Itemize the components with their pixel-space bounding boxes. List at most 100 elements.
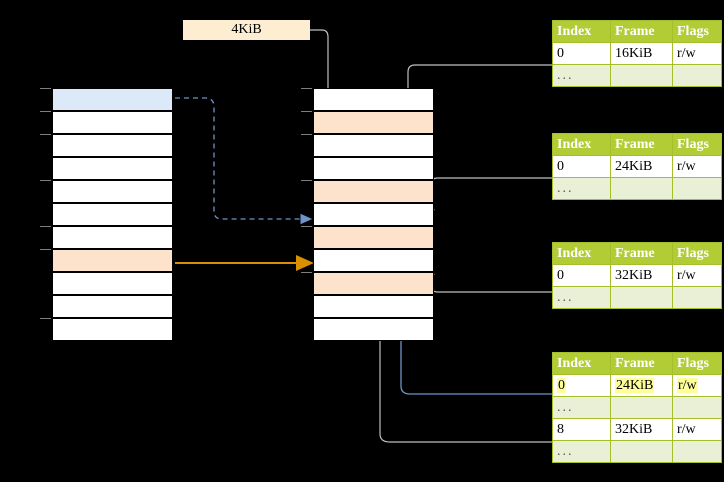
connector-table2-to-frame [425, 177, 553, 219]
cell-frame [610, 64, 673, 87]
table-row[interactable]: ... [552, 64, 722, 87]
column-header-index: Index [552, 352, 611, 375]
memory-row[interactable] [52, 134, 173, 157]
cell-frame: 32KiB [610, 418, 673, 441]
memory-row[interactable] [313, 226, 434, 249]
cell-index: 0 [552, 374, 611, 397]
cell-flags: r/w [672, 155, 722, 178]
cell-frame: 24KiB [610, 155, 673, 178]
memory-row[interactable] [52, 272, 173, 295]
memory-row[interactable] [313, 180, 434, 203]
row-tick-mark [301, 226, 312, 227]
cell-flags [672, 64, 722, 87]
memory-row[interactable] [313, 318, 434, 341]
cell-frame [610, 396, 673, 419]
memory-row[interactable] [52, 157, 173, 180]
row-tick-mark [301, 134, 312, 135]
column-header-frame: Frame [610, 133, 673, 156]
memory-row[interactable] [313, 272, 434, 295]
cell-flags [672, 177, 722, 200]
column-header-index: Index [552, 242, 611, 265]
highlighted-value: 0 [557, 377, 566, 393]
cell-frame [610, 286, 673, 309]
row-tick-mark [40, 318, 51, 319]
row-tick-mark [40, 226, 51, 227]
table-row[interactable]: ... [552, 396, 722, 419]
cell-flags [672, 286, 722, 309]
column-header-frame: Frame [610, 352, 673, 375]
cell-flags: r/w [672, 418, 722, 441]
cell-index: 0 [552, 264, 611, 287]
column-header-flags: Flags [672, 352, 722, 375]
column-header-frame: Frame [610, 20, 673, 43]
table-row[interactable]: ... [552, 440, 722, 463]
row-tick-mark [40, 111, 51, 112]
cell-flags [672, 396, 722, 419]
cell-index: ... [552, 64, 611, 87]
cell-frame: 24KiB [610, 374, 673, 397]
column-header-index: Index [552, 133, 611, 156]
row-tick-mark [40, 180, 51, 181]
highlighted-value: 24KiB [615, 377, 655, 393]
cell-index: 8 [552, 418, 611, 441]
cell-index: ... [552, 396, 611, 419]
row-tick-mark [301, 180, 312, 181]
cell-index: 0 [552, 155, 611, 178]
row-tick-mark [301, 272, 312, 273]
cell-flags: r/w [672, 264, 722, 287]
memory-row[interactable] [313, 111, 434, 134]
column-header-index: Index [552, 20, 611, 43]
table-row[interactable]: ... [552, 286, 722, 309]
cell-frame: 32KiB [610, 264, 673, 287]
memory-row[interactable] [52, 226, 173, 249]
connector-virtual-page-to-frame [175, 97, 313, 225]
connector-table3-to-frame [425, 265, 553, 293]
row-tick-mark [301, 111, 312, 112]
memory-row[interactable] [313, 88, 434, 111]
cell-index: ... [552, 177, 611, 200]
table-row[interactable]: ... [552, 177, 722, 200]
cell-flags: r/w [672, 374, 722, 397]
memory-row[interactable] [52, 318, 173, 341]
column-header-flags: Flags [672, 133, 722, 156]
row-tick-mark [40, 88, 51, 89]
table-row[interactable]: 0 24KiB r/w [552, 374, 722, 397]
cell-frame [610, 440, 673, 463]
cell-index: ... [552, 440, 611, 463]
memory-row[interactable] [52, 111, 173, 134]
cell-index: 0 [552, 42, 611, 65]
cell-flags [672, 440, 722, 463]
column-header-flags: Flags [672, 20, 722, 43]
memory-row[interactable] [313, 157, 434, 180]
memory-row[interactable] [313, 203, 434, 226]
memory-row[interactable] [313, 295, 434, 318]
memory-row[interactable] [313, 249, 434, 272]
cell-frame [610, 177, 673, 200]
frame-size-label: 4KiB [183, 20, 310, 40]
row-tick-mark [40, 134, 51, 135]
memory-row[interactable] [52, 295, 173, 318]
memory-row[interactable] [52, 203, 173, 226]
memory-row[interactable] [52, 249, 173, 272]
column-header-frame: Frame [610, 242, 673, 265]
cell-index: ... [552, 286, 611, 309]
memory-row[interactable] [313, 134, 434, 157]
cell-flags: r/w [672, 42, 722, 65]
memory-row[interactable] [52, 180, 173, 203]
cell-frame: 16KiB [610, 42, 673, 65]
memory-row[interactable] [52, 88, 173, 111]
column-header-flags: Flags [672, 242, 722, 265]
